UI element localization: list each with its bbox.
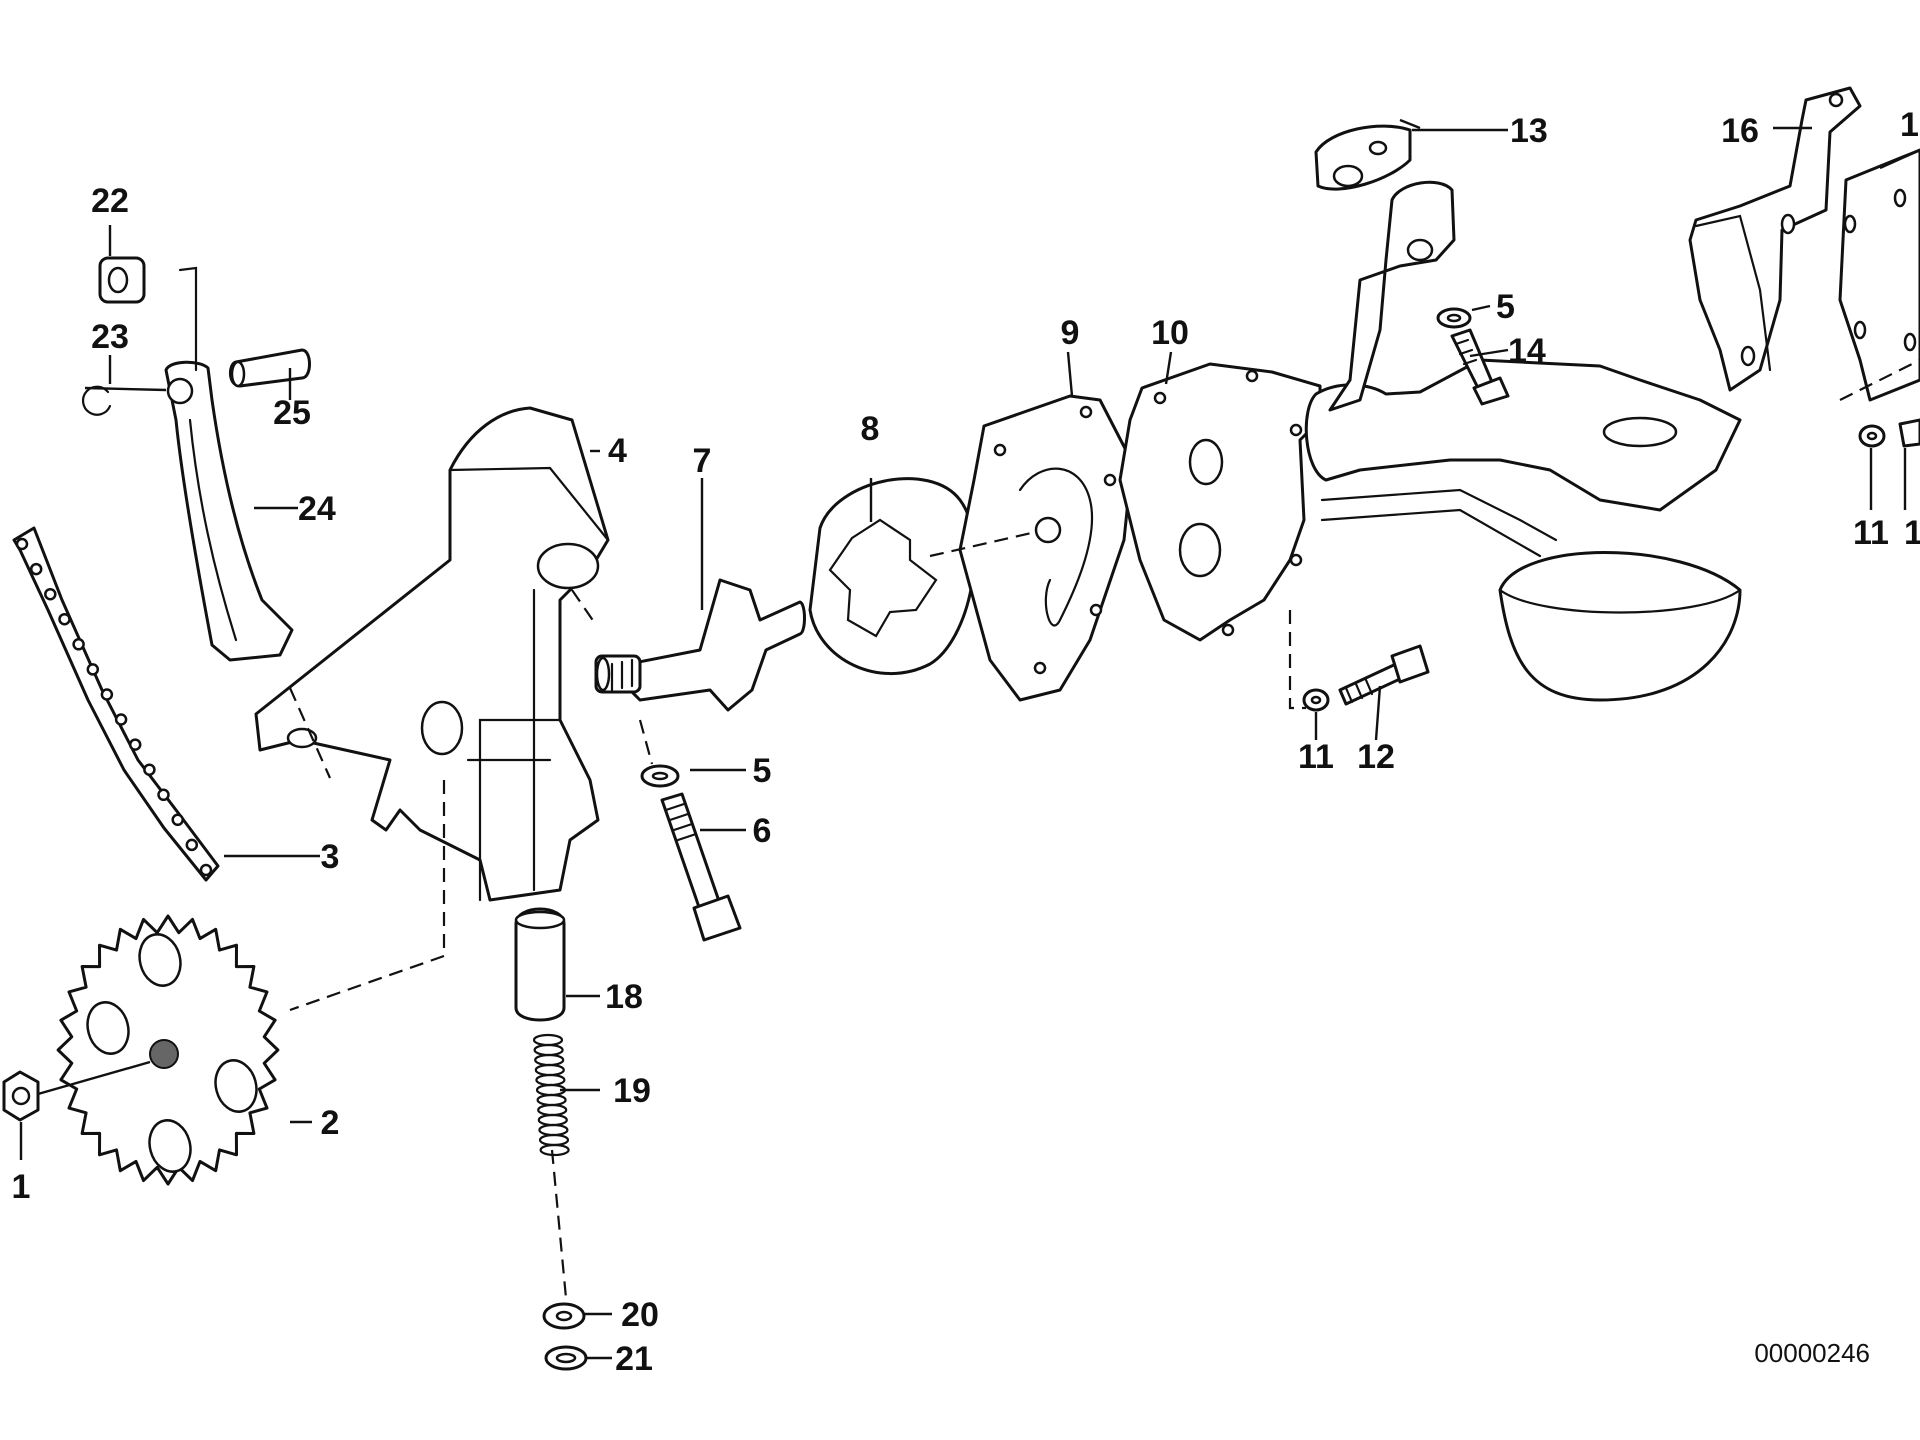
callout-14: 14 [1508,332,1546,370]
spring-coil [538,1133,570,1147]
callout-17: 17 [1904,514,1920,552]
part-23-circlip [81,385,167,416]
part-21-circlip [544,1345,588,1371]
part-1-nut [2,1060,151,1122]
chain-pin [58,612,71,626]
callout-labels: 22 23 25 24 4 7 8 9 10 13 5 14 16 15 11 … [12,106,1920,1378]
part-5-washer-lower [638,719,680,788]
chain-pin [185,838,199,852]
chain-pin [128,738,142,751]
callout-11-center: 11 [1298,738,1334,776]
chain-pin [29,562,43,576]
chain-pin [143,763,156,776]
chain-pin [44,587,57,601]
part-9-pump-cover-plate [929,394,1134,702]
callout-24: 24 [298,490,336,528]
chain-pin [114,713,128,726]
callout-7: 7 [693,442,712,480]
part-18-piston [514,907,566,1022]
part-7-inner-rotor-shaft [594,578,806,712]
oil-pickup-pipe [1304,358,1742,702]
callout-18: 18 [605,978,643,1016]
part-4-pump-housing [254,406,610,1012]
callout-5-upper: 5 [1496,288,1515,326]
callout-6: 6 [753,812,772,850]
callout-22: 22 [91,182,129,220]
spring-coil [534,1063,565,1077]
part-11-washer-right [1858,424,1886,448]
callout-13: 13 [1510,112,1548,150]
part-10-pump-cover [1118,362,1322,642]
chain-pin [72,638,85,651]
spring-coil [538,1123,569,1137]
chain-pin [15,537,29,551]
part-15-baffle-plate [1838,148,1920,402]
callout-21: 21 [615,1340,653,1378]
leader-lines [19,126,1920,1360]
spring-coil [537,1103,568,1117]
spring-coil [533,1043,564,1057]
catalog-code: 00000246 [1754,1338,1870,1368]
chain-pin [86,663,100,676]
callout-25: 25 [273,394,311,432]
part-17-stud [1898,418,1920,448]
part-25-pin [229,348,311,388]
callout-20: 20 [621,1296,659,1334]
callout-12: 12 [1357,738,1395,776]
spring-coil [532,1033,564,1047]
part-24-tensioner-rail [164,266,294,662]
part-14-bolt [1450,328,1510,406]
callout-23: 23 [91,318,129,356]
spring-coil [535,1073,566,1087]
chain-pin [199,863,213,877]
callout-15: 15 [1900,106,1920,144]
chain-pin [171,813,184,827]
callout-19: 19 [613,1072,651,1110]
callout-8: 8 [861,410,880,448]
callout-9: 9 [1061,314,1080,352]
part-12-bolt [1338,644,1430,706]
part-8-outer-rotor [808,477,976,675]
callout-4: 4 [608,432,627,470]
callout-5-lower: 5 [753,752,772,790]
part-16-bracket [1688,86,1862,392]
callout-10: 10 [1151,314,1189,352]
part-20-washer [542,1302,586,1330]
part-13-bracket-gasket [1314,118,1456,412]
spring-coil [539,1143,570,1157]
callout-3: 3 [321,838,340,876]
part-11-washer-center [1288,610,1330,712]
part-22-bushing [98,256,146,304]
chain-pin [100,688,114,701]
spring-coil [534,1053,565,1067]
spring-coil [537,1113,568,1127]
callout-16: 16 [1721,112,1759,150]
chain-pin [157,788,170,802]
part-5-washer-upper [1436,307,1472,329]
spring-coil [536,1093,567,1107]
part-6-bolt [660,792,742,942]
part-19-spring [532,1033,570,1299]
part-2-sprocket [56,914,280,1186]
callout-11-right: 11 [1853,514,1889,552]
callout-2: 2 [321,1104,340,1142]
part-3-chain [12,526,220,882]
callout-1: 1 [12,1168,31,1206]
